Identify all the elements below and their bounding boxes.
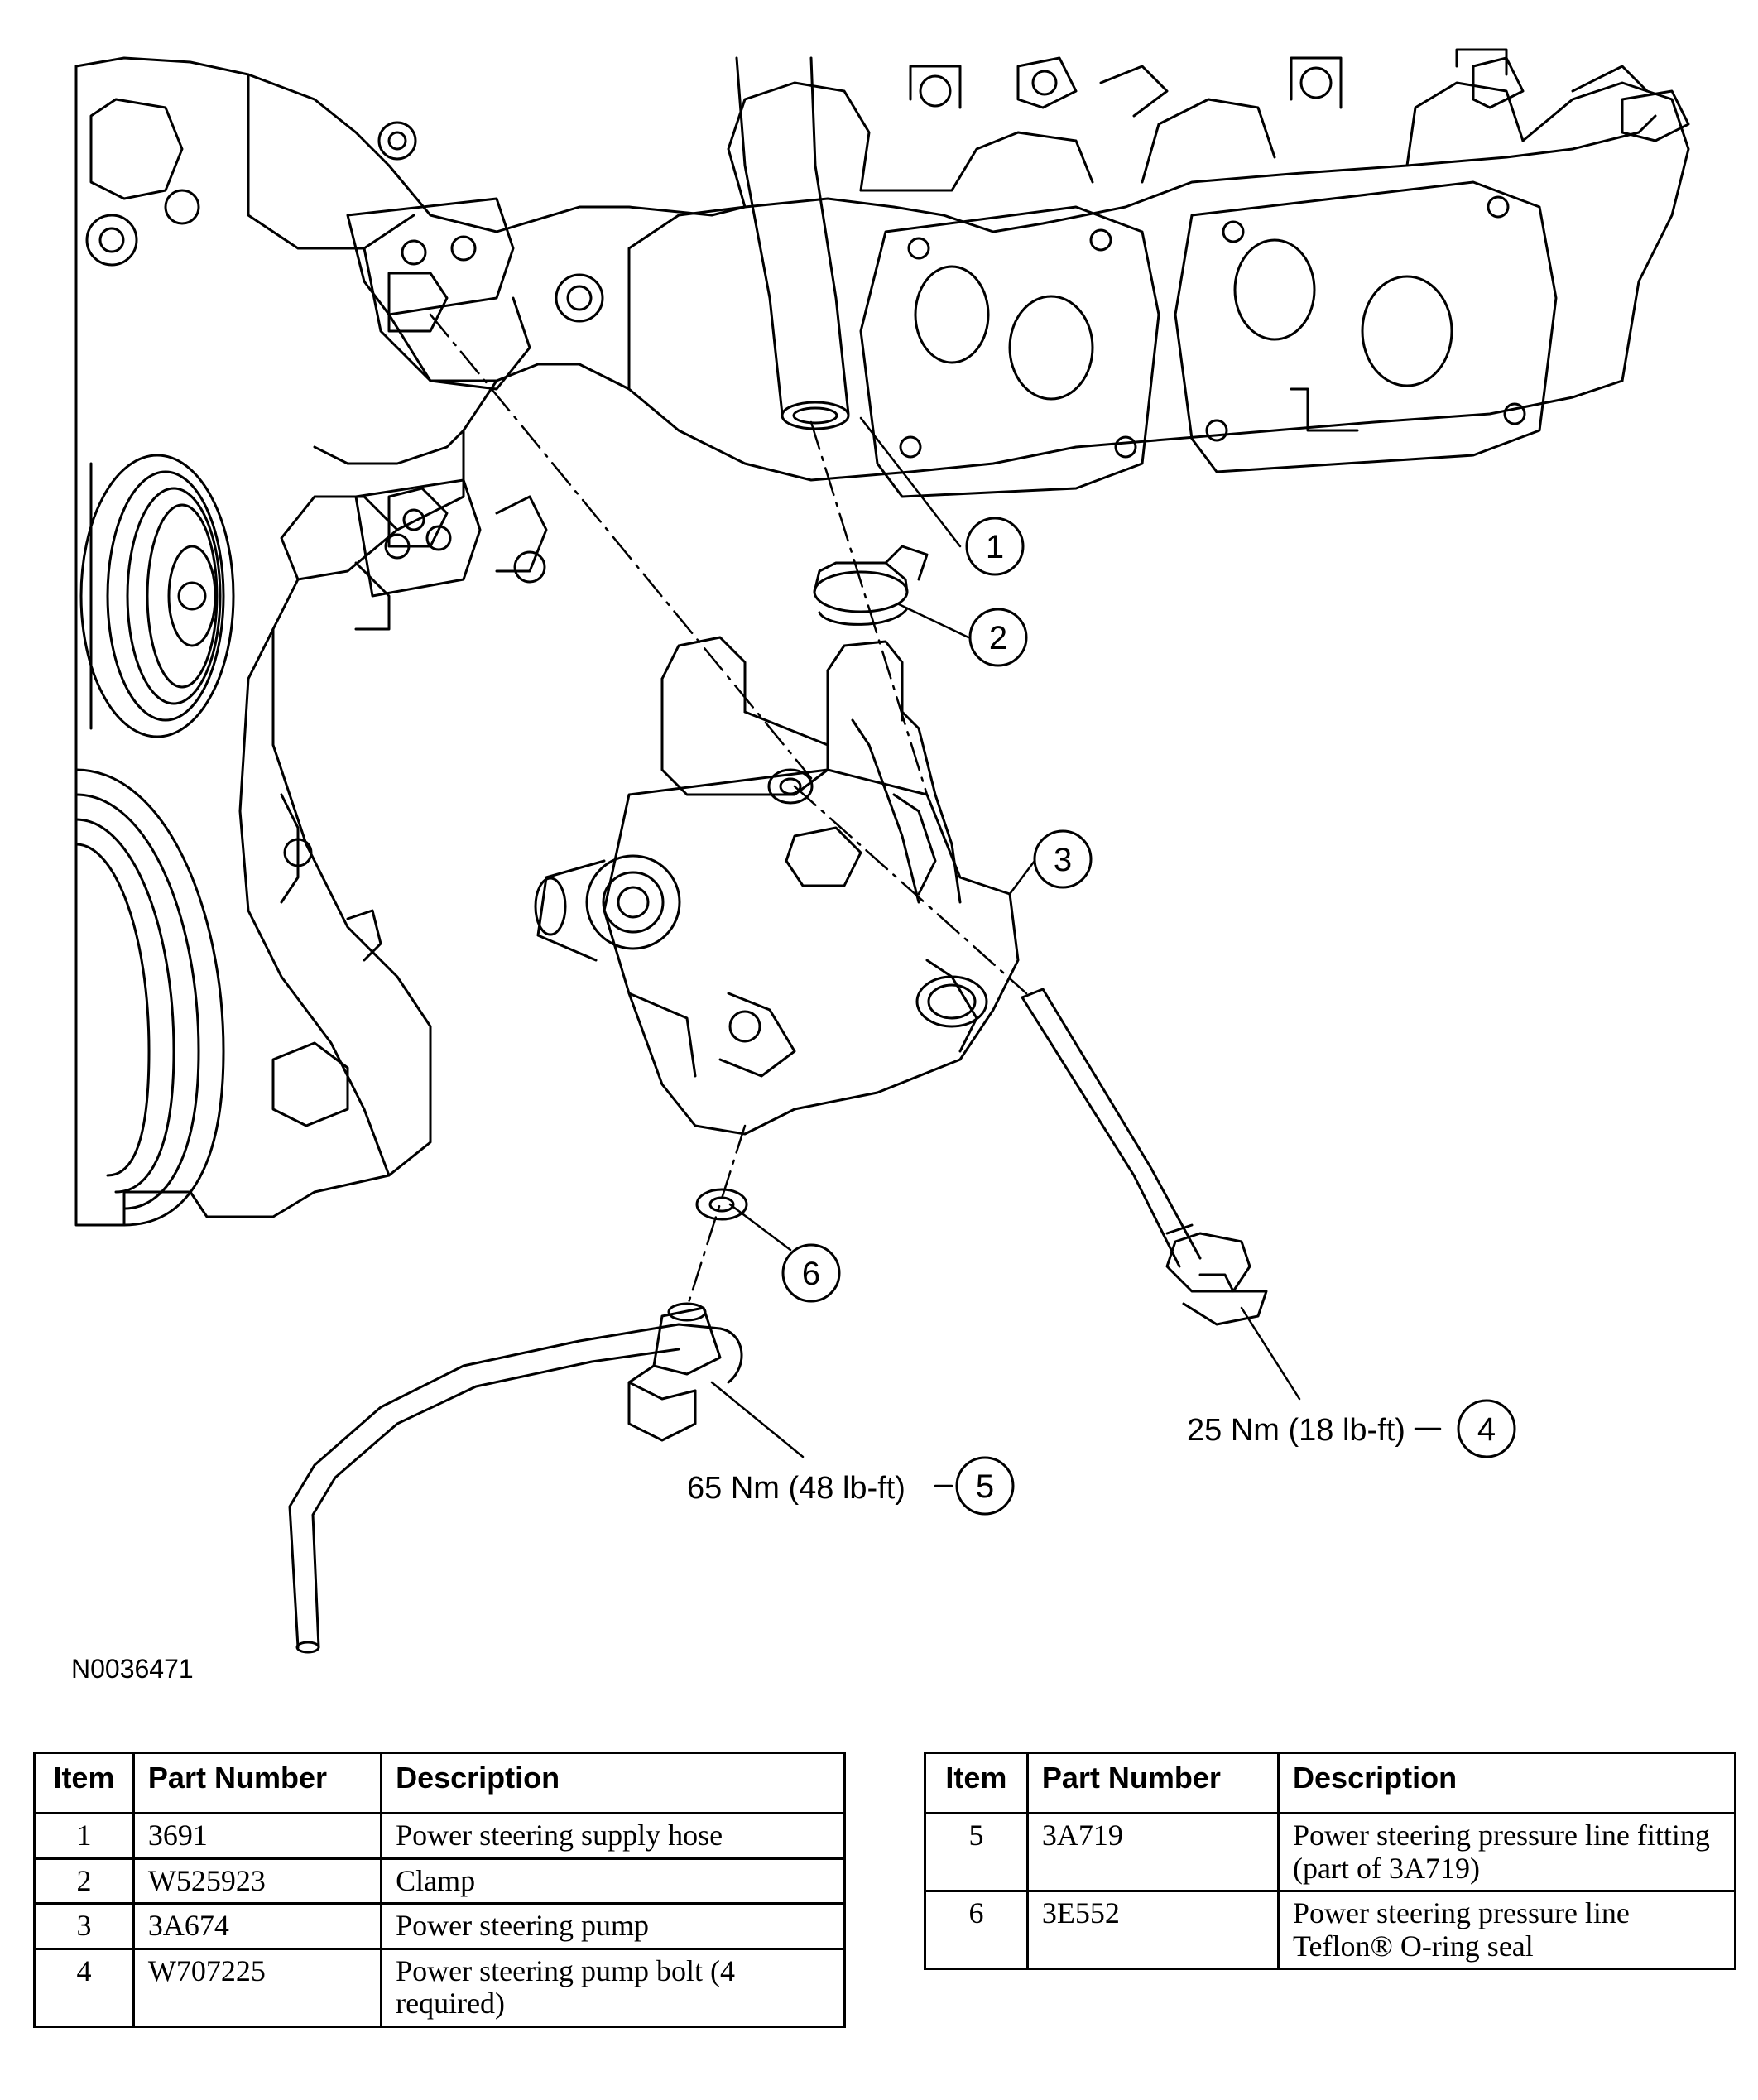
- callout-4: 4: [1457, 1399, 1516, 1458]
- svg-text:1: 1: [986, 529, 1004, 565]
- table-row: 2 W525923 Clamp: [33, 1857, 846, 1905]
- parts-table-right: Item Part Number Description 5 3A719 Pow…: [924, 1752, 1736, 1971]
- engine-block: [74, 56, 747, 1227]
- cell-description: Clamp: [380, 1857, 846, 1905]
- table-row: 6 3E552 Power steering pressure line Tef…: [924, 1890, 1736, 1971]
- svg-text:6: 6: [802, 1256, 820, 1292]
- callout-3: 3: [1033, 829, 1093, 889]
- svg-text:2: 2: [989, 620, 1007, 656]
- table-row: 3 3A674 Power steering pump: [33, 1902, 846, 1950]
- figure-code: N0036471: [71, 1654, 194, 1684]
- cell-item: 5: [924, 1811, 1029, 1893]
- cell-description: Power steering pressure line Teflon® O-r…: [1277, 1890, 1736, 1971]
- cell-item: 2: [33, 1857, 135, 1905]
- torque-label-bolt: 25 Nm (18 lb-ft): [1187, 1413, 1405, 1448]
- pump-mount-bracket: [346, 197, 531, 598]
- exploded-view-illustration: 1 2 3 4 5 6 25 Nm (18 lb-ft) 65 Nm (48 l…: [74, 48, 1690, 1654]
- table-row: 1 3691 Power steering supply hose: [33, 1812, 846, 1860]
- drive-pulley-upper: [79, 454, 235, 738]
- table-header-row: Item Part Number Description: [924, 1752, 1736, 1814]
- callout-5: 5: [955, 1456, 1015, 1516]
- header-part-number: Part Number: [132, 1752, 383, 1814]
- ignition-coils: [1016, 56, 1690, 142]
- callout-2: 2: [968, 608, 1028, 667]
- table-header-row: Item Part Number Description: [33, 1752, 846, 1814]
- header-description: Description: [380, 1752, 846, 1814]
- header-part-number: Part Number: [1026, 1752, 1280, 1814]
- cell-part-number: 3A674: [132, 1902, 383, 1950]
- o-ring-seal: [695, 1188, 748, 1221]
- svg-text:3: 3: [1054, 842, 1072, 878]
- header-item: Item: [924, 1752, 1029, 1814]
- cell-part-number: 3691: [132, 1812, 383, 1860]
- supply-hose: [735, 56, 850, 430]
- cell-item: 6: [924, 1890, 1029, 1971]
- cell-item: 3: [33, 1902, 135, 1950]
- parts-table-left: Item Part Number Description 1 3691 Powe…: [33, 1752, 846, 2028]
- table-row: 4 W707225 Power steering pump bolt (4 re…: [33, 1947, 846, 2028]
- exhaust-manifold-flange-2: [1174, 180, 1558, 473]
- cell-part-number: W525923: [132, 1857, 383, 1905]
- svg-text:5: 5: [976, 1468, 994, 1505]
- callout-6: 6: [781, 1243, 841, 1303]
- cell-item: 4: [33, 1947, 135, 2028]
- cell-part-number: 3A719: [1026, 1811, 1280, 1893]
- header-description: Description: [1277, 1752, 1736, 1814]
- exhaust-manifold-flange-1: [859, 205, 1160, 498]
- pump-bolt: [1021, 988, 1268, 1326]
- table-row: 5 3A719 Power steering pressure line fit…: [924, 1811, 1736, 1893]
- cell-part-number: W707225: [132, 1947, 383, 2028]
- svg-text:4: 4: [1477, 1411, 1496, 1448]
- callout-leaders: [710, 416, 1442, 1487]
- drive-pulley-lower: [74, 768, 225, 1227]
- header-item: Item: [33, 1752, 135, 1814]
- cylinder-head: [627, 48, 1690, 482]
- hose-clamp: [813, 545, 929, 626]
- power-steering-pump: [534, 636, 1020, 1136]
- cell-description: Power steering pressure line fitting (pa…: [1277, 1811, 1736, 1893]
- pressure-line-fitting: [627, 1302, 722, 1442]
- cell-part-number: 3E552: [1026, 1890, 1280, 1971]
- cell-item: 1: [33, 1812, 135, 1860]
- pressure-line: [288, 1323, 743, 1654]
- callout-1: 1: [965, 517, 1025, 576]
- assembly-centerlines: [429, 313, 1028, 1309]
- torque-label-fitting: 65 Nm (48 lb-ft): [687, 1471, 905, 1506]
- cell-description: Power steering supply hose: [380, 1812, 846, 1860]
- cell-description: Power steering pump bolt (4 required): [380, 1947, 846, 2028]
- cell-description: Power steering pump: [380, 1902, 846, 1950]
